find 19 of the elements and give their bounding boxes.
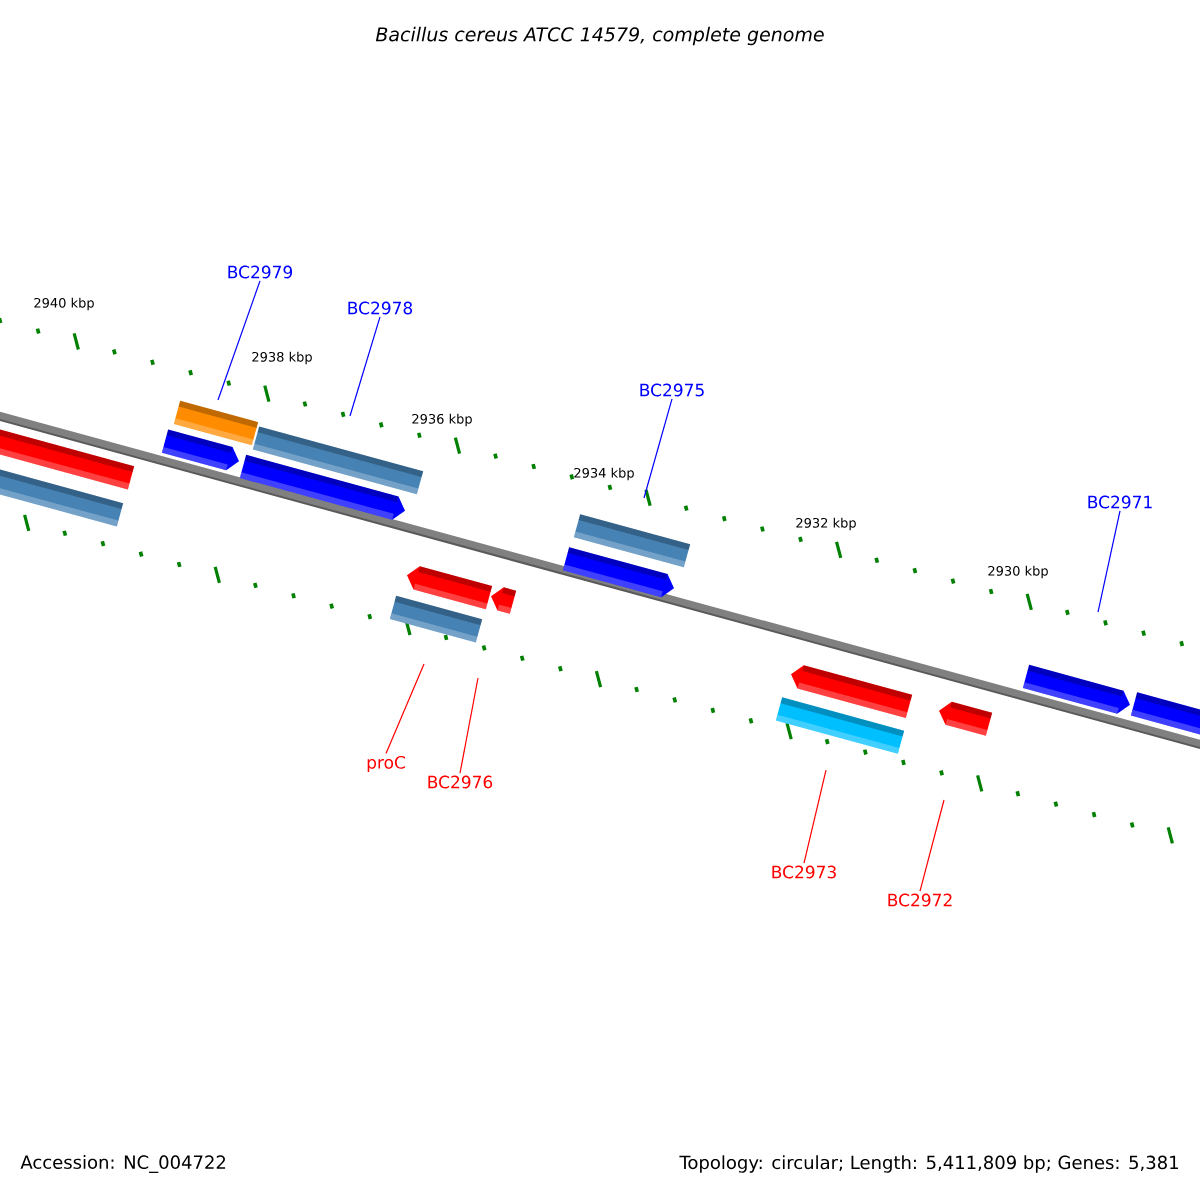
gene-label: proC (367, 755, 405, 773)
leader-line (1097, 510, 1121, 613)
gene-label: BC2978 (348, 301, 413, 315)
title: Bacillus cereus ATCC 14579, complete genome (375, 26, 824, 46)
leader-line (385, 663, 425, 755)
gene-label: BC2975 (640, 383, 704, 397)
gene-label: BC2976 (428, 775, 493, 789)
leader-line (919, 799, 945, 892)
gene-label: BC2971 (1088, 495, 1152, 509)
leader-line (643, 398, 673, 499)
gene-label: BC2973 (772, 865, 836, 879)
footer-text: Topology: circular; Length: 5,411,809 bp; Genes: 5,381 (679, 1155, 1178, 1173)
footer-text: Accession: NC_004722 (20, 1155, 226, 1173)
leader-line (459, 677, 479, 774)
gene-label: BC2979 (228, 265, 293, 279)
leader-line (349, 316, 381, 417)
leader-line (217, 280, 261, 401)
gene-label: BC2972 (888, 893, 952, 907)
leader-line (803, 769, 827, 864)
